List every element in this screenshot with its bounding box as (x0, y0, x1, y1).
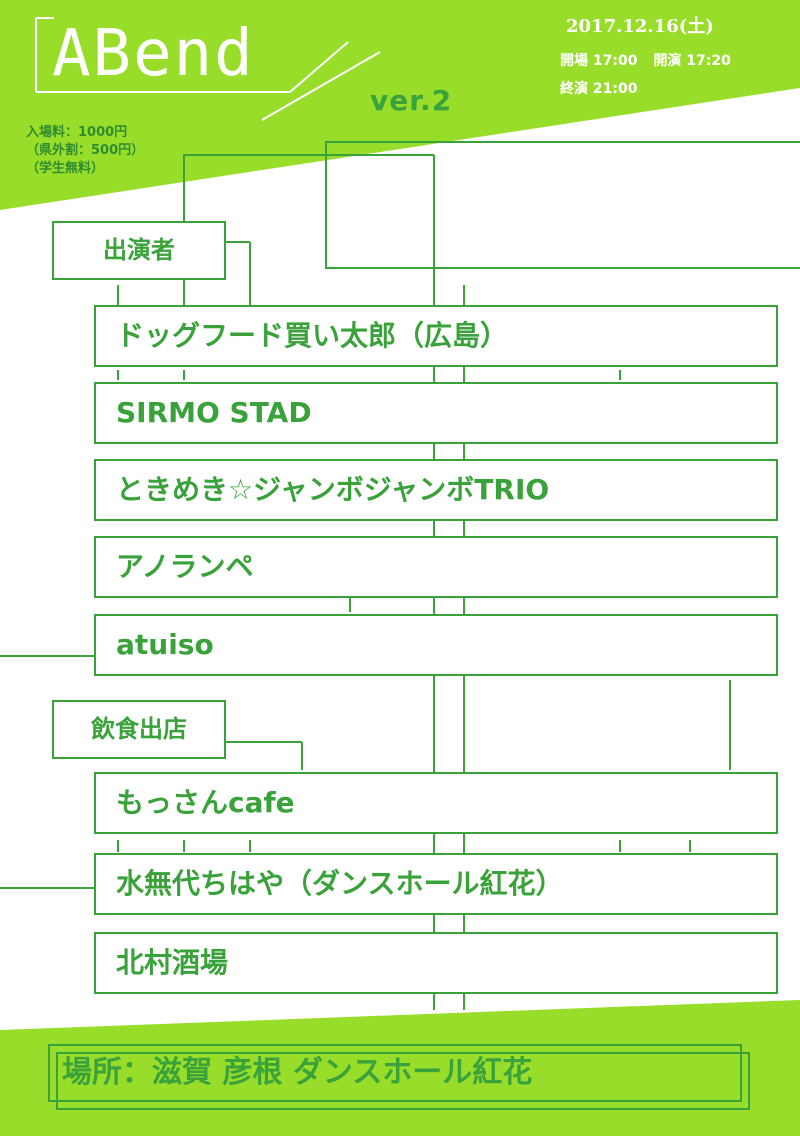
logo-text: ABend (52, 17, 255, 91)
food-vendors-label: 飲食出店 (52, 700, 226, 759)
performers-label: 出演者 (52, 221, 226, 280)
top-lime-band (0, 0, 800, 210)
event-date: 2017.12.16(土) (566, 16, 714, 37)
food-vendor-row: 北村酒場 (94, 932, 778, 994)
version-label: ver.2 (370, 84, 453, 117)
performer-row: ドッグフード買い太郎（広島） (94, 305, 778, 367)
show-end-time: 終演 21:00 (560, 81, 638, 97)
student-free: （学生無料） (26, 161, 105, 176)
show-start-time: 開演 17:20 (653, 53, 731, 69)
venue-box-shadow (56, 1052, 750, 1110)
performer-row: アノランペ (94, 536, 778, 598)
out-of-prefecture-discount: （県外割：500円） (26, 143, 145, 158)
performer-row: atuiso (94, 614, 778, 676)
logo: ABend (44, 14, 306, 94)
food-vendor-row: もっさんcafe (94, 772, 778, 834)
performer-row: SIRMO STAD (94, 382, 778, 444)
logo-frame (35, 17, 381, 121)
schedule-line-1: 開場 17:00 開演 17:20 (560, 50, 747, 70)
bottom-lime-band (0, 1000, 800, 1136)
performer-row: ときめき☆ジャンボジャンボTRIO (94, 459, 778, 521)
doors-open-time: 開場 17:00 (560, 53, 638, 69)
admission-fee: 入場料：1000円 (26, 125, 128, 140)
food-vendor-row: 水無代ちはや（ダンスホール紅花） (94, 853, 778, 915)
venue-label: 場所：滋賀 彦根 ダンスホール紅花 (48, 1044, 742, 1102)
